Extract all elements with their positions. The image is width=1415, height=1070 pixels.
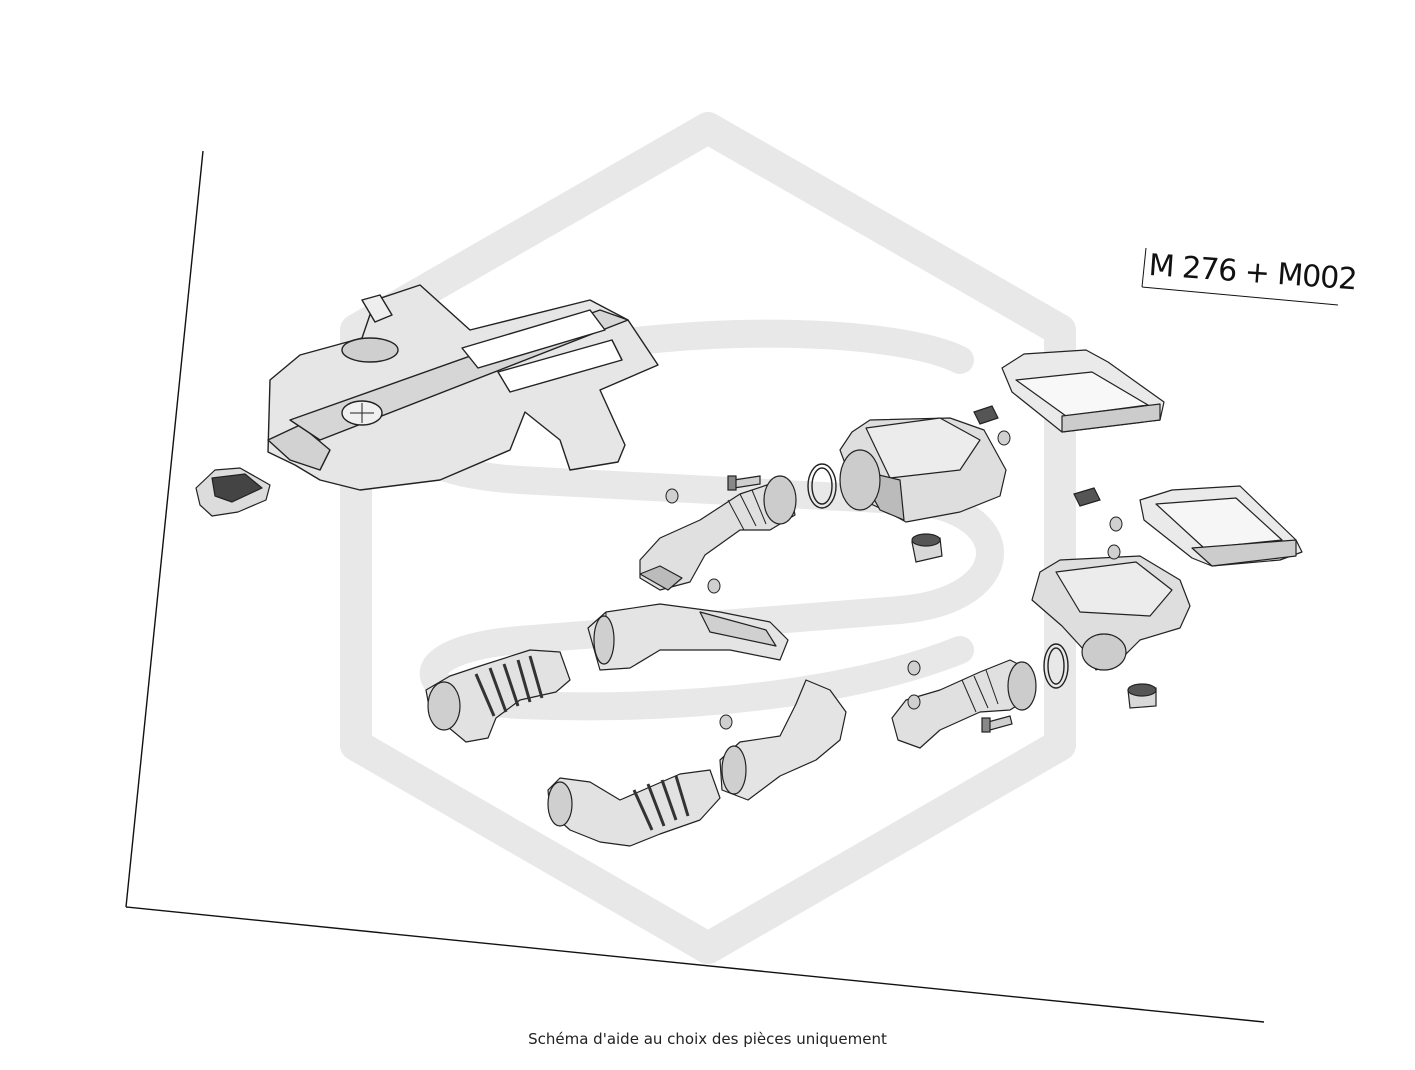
air-filter-icon[interactable] <box>1001 349 1165 433</box>
bellows-duct-icon[interactable] <box>547 769 721 847</box>
intake-hose-icon[interactable] <box>639 475 797 591</box>
air-duct-icon[interactable] <box>719 679 847 801</box>
bellows-duct-icon[interactable] <box>425 649 571 743</box>
diagram-caption: Schéma d'aide au choix des pièces unique… <box>528 1030 887 1048</box>
bracket-icon[interactable] <box>195 467 271 517</box>
diagram-frame <box>125 150 1265 1023</box>
rubber-mount-icon[interactable] <box>911 533 943 563</box>
rubber-mount-icon[interactable] <box>1127 683 1157 709</box>
bolt-icon[interactable] <box>727 475 761 491</box>
engine-cover-icon[interactable] <box>267 284 659 491</box>
sensor-icon[interactable] <box>1073 487 1101 507</box>
sensor-icon[interactable] <box>973 405 999 425</box>
o-ring-icon[interactable] <box>807 463 837 509</box>
o-ring-icon[interactable] <box>1043 643 1069 689</box>
engine-code-underline <box>1141 247 1339 306</box>
air-filter-icon[interactable] <box>1139 485 1303 567</box>
intake-hose-icon[interactable] <box>891 659 1037 749</box>
filter-housing-icon[interactable] <box>839 417 1007 523</box>
bolt-icon[interactable] <box>981 715 1013 733</box>
air-duct-icon[interactable] <box>587 603 789 671</box>
filter-housing-icon[interactable] <box>1031 555 1191 671</box>
clip-icon <box>665 430 1123 730</box>
